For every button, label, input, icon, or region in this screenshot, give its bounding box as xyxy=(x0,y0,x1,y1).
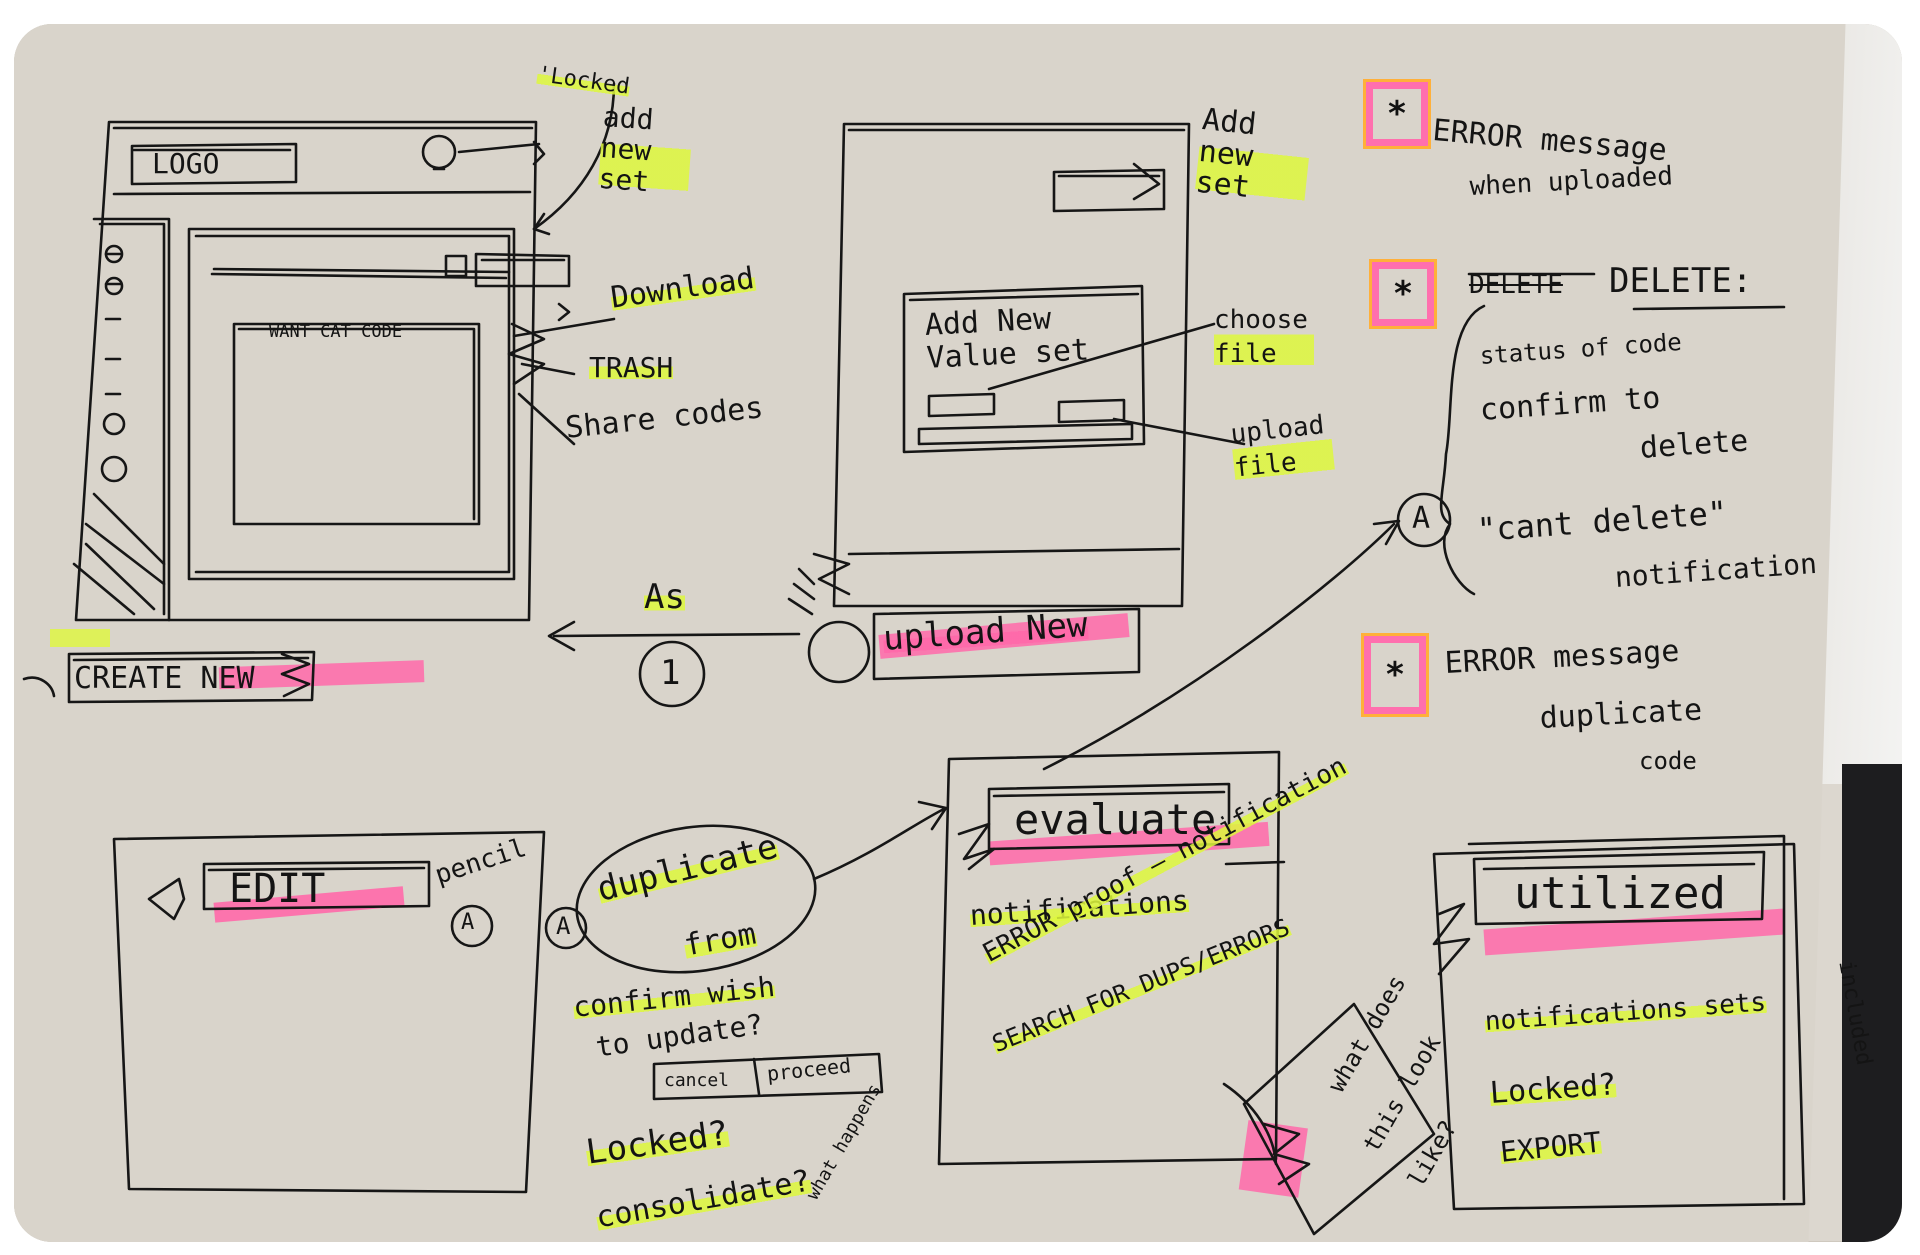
circle-1-label: 1 xyxy=(660,653,681,693)
note-delete-item2b: delete xyxy=(1638,423,1750,466)
note-delete-title: DELETE: xyxy=(1609,261,1753,301)
utilized-item2: Locked? xyxy=(1488,1067,1618,1111)
circle-a-duplicate: A xyxy=(556,912,571,940)
star-marker-2: * xyxy=(1369,259,1437,329)
edit-label: EDIT xyxy=(229,866,326,912)
content-text: WANT CAT CODE xyxy=(269,322,403,342)
trash-label: TRASH xyxy=(589,351,674,384)
add-new-set-note: add new set xyxy=(598,100,694,201)
upload-file-label: upload file xyxy=(1229,408,1336,487)
as-label: As xyxy=(644,577,685,617)
note-error-duplicate-2: duplicate xyxy=(1538,692,1704,736)
cancel-label: cancel xyxy=(664,1070,730,1091)
notebook-page: LOGO 'Locked add new set WANT CAT CODE D… xyxy=(14,24,1902,1242)
circle-a-edit: A xyxy=(461,910,475,935)
table-edge xyxy=(1842,764,1902,1242)
circle-a-label: A xyxy=(1412,501,1431,536)
note-delete-struck: DELETE xyxy=(1469,270,1563,300)
star-marker-1: * xyxy=(1363,79,1431,149)
choose-file-label: choose file xyxy=(1214,304,1314,372)
dialog-title: Add New Value set xyxy=(923,301,1090,376)
star-marker-3: * xyxy=(1361,633,1429,717)
create-new-label: CREATE NEW xyxy=(74,661,255,696)
utilized-title: utilized xyxy=(1514,868,1726,919)
add-new-set-label: Add new set xyxy=(1194,102,1314,210)
logo-label: LOGO xyxy=(152,147,220,180)
note-error-duplicate-3: code xyxy=(1639,747,1697,775)
